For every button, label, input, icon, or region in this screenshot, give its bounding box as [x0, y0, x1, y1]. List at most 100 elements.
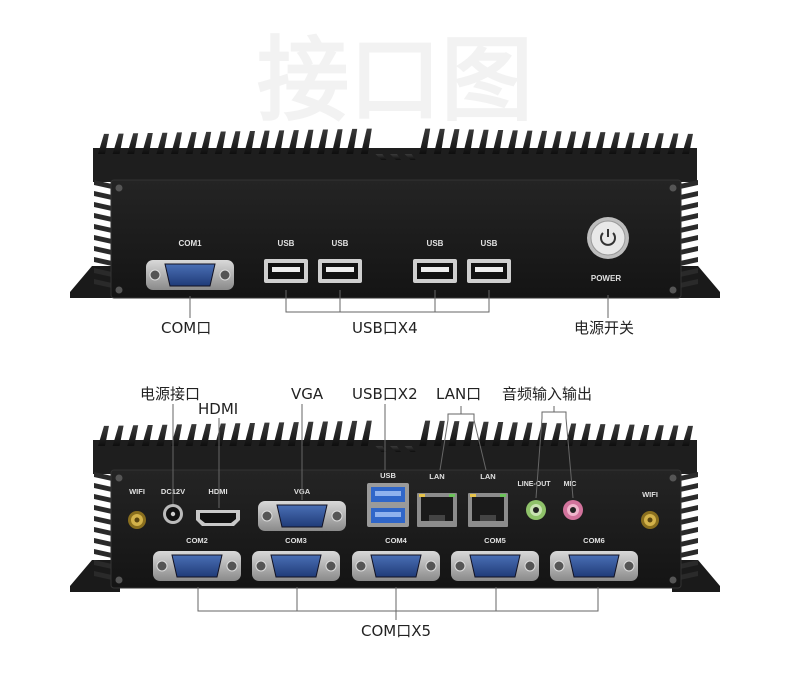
fin [112, 133, 124, 154]
fin [565, 131, 577, 154]
fin [229, 423, 241, 446]
hdmi-label: HDMI [208, 487, 227, 496]
com-port [550, 551, 638, 581]
side-fin [680, 268, 698, 277]
side-fin [94, 527, 112, 536]
fin [141, 132, 153, 154]
fin [448, 129, 460, 154]
lan-callout: LAN口 [436, 385, 482, 403]
fin [258, 422, 270, 446]
fin [609, 132, 620, 154]
usb-label-1: USB [278, 239, 295, 248]
wifi-antenna-left [128, 511, 146, 529]
side-fin [680, 505, 698, 514]
side-fin [680, 549, 698, 558]
com-port [252, 551, 340, 581]
front-faceplate [110, 179, 682, 299]
fin [667, 425, 679, 446]
side-fin [94, 483, 112, 492]
right-side-fins [680, 180, 698, 288]
lan-port [417, 493, 457, 527]
fin [594, 132, 606, 154]
left-side-fins-bottom [94, 472, 112, 580]
side-fin [94, 257, 112, 266]
fin [273, 130, 285, 154]
fin [98, 133, 109, 154]
fin [200, 131, 212, 154]
usb-label-4: USB [481, 239, 498, 248]
side-fin [94, 549, 112, 558]
fin [214, 423, 226, 446]
lan-label-2: LAN [480, 472, 495, 481]
heatsink-fins-bottom [98, 420, 693, 452]
side-fin [94, 191, 112, 200]
side-fin [680, 213, 698, 222]
fin [433, 420, 445, 446]
left-side-fins [94, 180, 112, 288]
side-fin [680, 527, 698, 536]
fin [98, 425, 109, 446]
fin [302, 421, 314, 446]
fin [244, 422, 255, 446]
fin [623, 424, 635, 446]
fin [331, 129, 343, 154]
fin [609, 424, 620, 446]
side-fin [94, 494, 112, 503]
hdmi-callout: HDMI [198, 400, 239, 418]
fin [404, 446, 416, 452]
side-fin [680, 538, 698, 547]
wifi-antenna-right [641, 511, 659, 529]
fin [463, 129, 474, 154]
top-device: COM1 USB USB USB USB POWER [70, 128, 720, 299]
lan-label-1: LAN [429, 472, 444, 481]
fin [156, 132, 168, 154]
fin [638, 424, 650, 446]
side-fin [94, 538, 112, 547]
fin [317, 421, 328, 446]
com-port [153, 551, 241, 581]
right-side-fins-bottom [680, 472, 698, 580]
usb-label-3: USB [427, 239, 444, 248]
side-fin [680, 483, 698, 492]
fin [579, 423, 591, 446]
fin [419, 128, 431, 154]
side-fin [94, 279, 112, 288]
top-callout-lines [189, 290, 609, 318]
com2-label: COM2 [186, 536, 208, 545]
usb-stack-label: USB [380, 471, 396, 480]
fin [638, 132, 650, 154]
fin [448, 421, 460, 446]
side-fin [680, 235, 698, 244]
fin [536, 130, 547, 154]
fin [331, 421, 343, 446]
side-fin [94, 472, 112, 481]
fin [346, 420, 358, 446]
side-fin [680, 279, 698, 288]
fin [185, 424, 197, 446]
fin [156, 424, 168, 446]
fin [682, 133, 693, 154]
vga-port [258, 501, 346, 531]
fin [492, 422, 504, 446]
fin [594, 424, 606, 446]
fin [492, 130, 504, 154]
usb-port [318, 259, 362, 283]
usb-port [264, 259, 308, 283]
side-fin [680, 191, 698, 200]
line-out-jack [526, 500, 546, 520]
usb-label-2: USB [332, 239, 349, 248]
side-fin [94, 180, 112, 189]
com-x5-callout: COM口X5 [361, 622, 432, 640]
fin [652, 425, 664, 446]
side-fin [94, 235, 112, 244]
fin [171, 424, 182, 446]
fin [477, 421, 489, 446]
fin [258, 130, 270, 154]
fin [506, 422, 518, 446]
fin [360, 420, 372, 446]
side-fin [680, 224, 698, 233]
side-fin [94, 516, 112, 525]
hdmi-port [196, 510, 240, 526]
com-port [352, 551, 440, 581]
side-fin [94, 560, 112, 569]
